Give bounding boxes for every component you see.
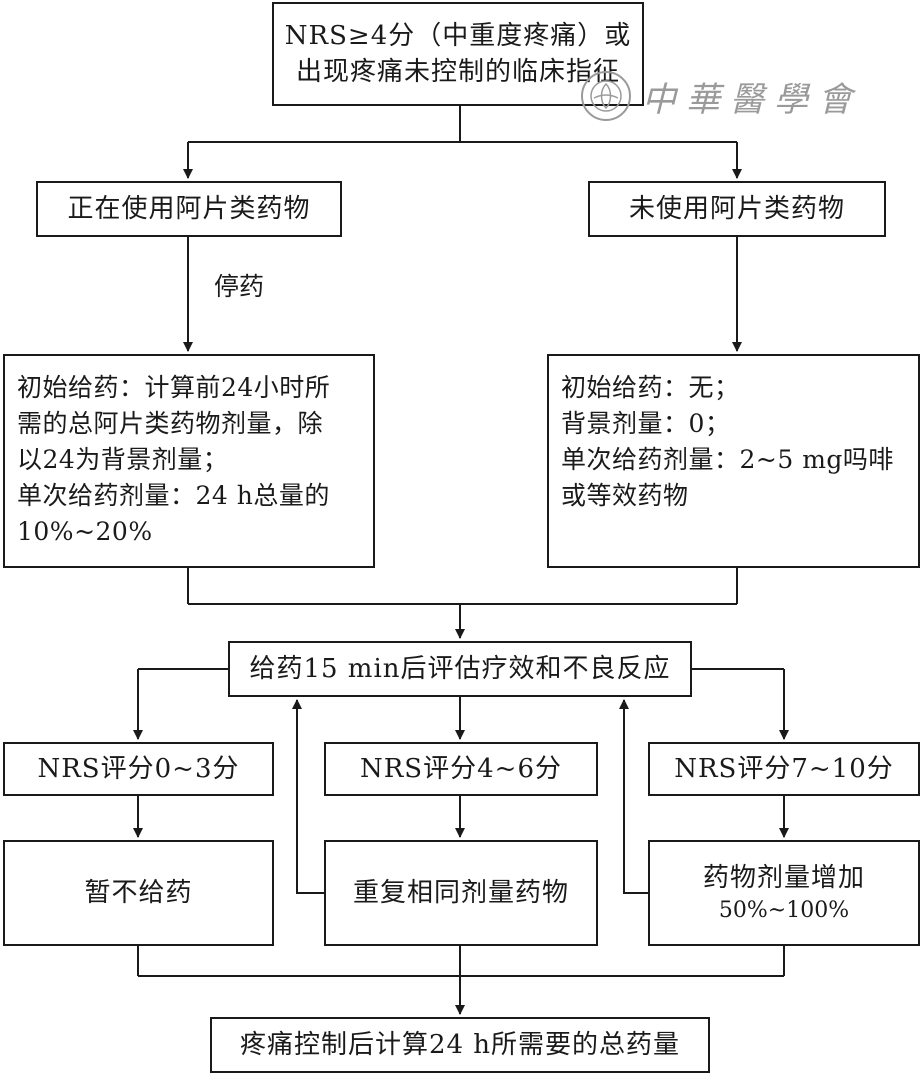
using-detail-line: 10%~20%	[17, 517, 153, 546]
using-detail-line: 以24为背景剂量；	[17, 445, 229, 474]
no-dose-label: 暂不给药	[84, 878, 193, 908]
not-using-opioids-dosing-box: 初始给药：无； 背景剂量：0； 单次给药剂量：2~5 mg吗啡 或等效药物	[547, 354, 920, 568]
feedback-increase-to-assess	[619, 699, 648, 894]
using-detail-line: 单次给药剂量：24 h总量的	[17, 481, 330, 510]
society-watermark-text: 中華醫學會	[642, 79, 862, 120]
not-using-detail-line: 单次给药剂量：2~5 mg吗啡	[561, 445, 894, 474]
not-using-detail-line: 或等效药物	[561, 481, 689, 510]
using-detail-line: 需的总阿片类药物剂量，除	[17, 409, 324, 438]
nrs-7-10-label: NRS评分7~10分	[674, 754, 894, 784]
not-using-detail-line: 初始给药：无；	[561, 373, 740, 402]
start-criteria-line1: NRS≥4分（中重度疼痛）或	[284, 21, 632, 51]
increase-dose-box: 药物剂量增加 50%~100%	[648, 840, 920, 946]
using-opioids-box: 正在使用阿片类药物	[36, 181, 342, 237]
society-watermark: 中華醫學會	[578, 64, 868, 128]
increase-dose-line2: 50%~100%	[718, 898, 850, 923]
nrs-0-3-box: NRS评分0~3分	[3, 742, 274, 796]
not-using-opioids-label: 未使用阿片类药物	[628, 194, 845, 224]
using-opioids-dosing-box: 初始给药：计算前24小时所 需的总阿片类药物剂量，除 以24为背景剂量； 单次给…	[3, 354, 375, 568]
repeat-dose-label: 重复相同剂量药物	[352, 878, 569, 908]
using-opioids-label: 正在使用阿片类药物	[67, 194, 311, 224]
society-seal-icon	[581, 71, 631, 121]
no-dose-box: 暂不给药	[3, 840, 274, 946]
assess-efficacy-box: 给药15 min后评估疗效和不良反应	[228, 641, 692, 697]
assess-efficacy-label: 给药15 min后评估疗效和不良反应	[249, 654, 671, 684]
nrs-4-6-box: NRS评分4~6分	[324, 742, 598, 796]
using-detail-line: 初始给药：计算前24小时所	[17, 373, 331, 402]
not-using-opioids-box: 未使用阿片类药物	[588, 181, 886, 237]
start-criteria-box: NRS≥4分（中重度疼痛）或 出现疼痛未控制的临床指征	[272, 2, 644, 106]
nrs-0-3-label: NRS评分0~3分	[37, 754, 240, 784]
start-criteria-line2: 出现疼痛未控制的临床指征	[295, 57, 620, 87]
nrs-7-10-box: NRS评分7~10分	[648, 742, 920, 796]
feedback-repeat-to-assess	[292, 699, 324, 894]
nrs-4-6-label: NRS评分4~6分	[359, 754, 562, 784]
increase-dose-line1: 药物剂量增加	[702, 863, 865, 893]
not-using-detail-line: 背景剂量：0；	[561, 409, 731, 438]
stop-drug-label: 停药	[214, 272, 265, 301]
final-total-label: 疼痛控制后计算24 h所需要的总药量	[239, 1030, 681, 1060]
final-total-box: 疼痛控制后计算24 h所需要的总药量	[210, 1017, 710, 1073]
repeat-dose-box: 重复相同剂量药物	[324, 840, 598, 946]
